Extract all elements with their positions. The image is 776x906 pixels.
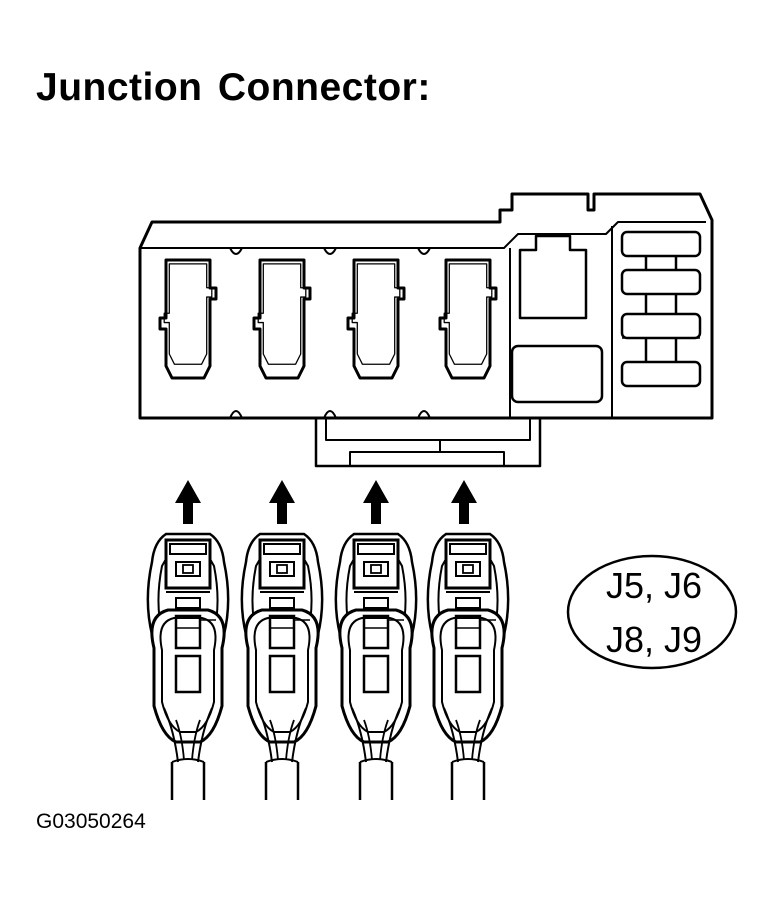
cavity-2 xyxy=(252,258,312,380)
terminal-2 xyxy=(240,532,324,802)
terminal-4 xyxy=(426,532,510,802)
arrow-up-icon xyxy=(175,480,201,524)
arrow-up-icon xyxy=(451,480,477,524)
cavity-4 xyxy=(438,258,498,380)
connector-id-callout: J5, J6 J8, J9 xyxy=(566,554,738,670)
terminal-1 xyxy=(146,532,230,802)
figure-id: G03050264 xyxy=(36,810,146,833)
side-fin-slots xyxy=(620,230,702,388)
connector-label-line-1: J5, J6 xyxy=(606,565,702,606)
connector-housing xyxy=(138,192,714,468)
diagram-title: Junction Connector: xyxy=(36,66,431,109)
cavity-3 xyxy=(346,258,406,380)
arrow-up-icon xyxy=(363,480,389,524)
arrow-up-icon xyxy=(269,480,295,524)
insertion-arrows xyxy=(175,480,477,524)
connector-label-line-2: J8, J9 xyxy=(606,619,702,660)
terminals xyxy=(146,532,510,802)
housing-cavities xyxy=(158,258,498,380)
cavity-1 xyxy=(158,258,218,380)
terminal-3 xyxy=(334,532,418,802)
